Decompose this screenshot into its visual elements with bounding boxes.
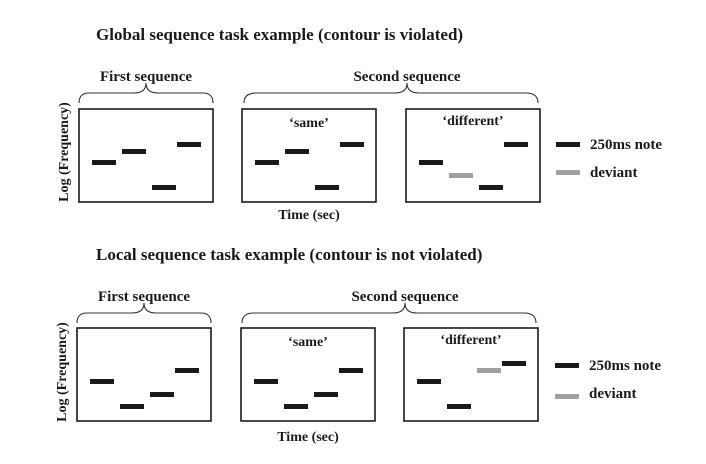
- global-different-notes: [419, 142, 528, 190]
- note-bar: [284, 404, 308, 409]
- note-bar: [339, 368, 363, 373]
- note-bar: [92, 160, 116, 165]
- global-legend-note-label: 250ms note: [590, 137, 662, 153]
- local-title: Local sequence task example (contour is …: [96, 245, 482, 264]
- local-legend-deviant-label: deviant: [589, 386, 637, 402]
- global-different-label: ‘different’: [442, 114, 503, 129]
- local-panel: Local sequence task example (contour is …: [55, 245, 661, 445]
- note-bar: [120, 404, 144, 409]
- deviant-note: [449, 173, 473, 178]
- note-bar: [150, 392, 174, 397]
- local-legend-note-swatch: [555, 363, 579, 368]
- note-bar: [502, 361, 526, 366]
- note-bar: [175, 368, 199, 373]
- local-legend-note-label: 250ms note: [589, 358, 661, 374]
- local-x-axis-label: Time (sec): [277, 430, 339, 445]
- local-first-notes: [90, 368, 199, 409]
- global-second-brace: [243, 82, 539, 104]
- local-same-label: ‘same’: [288, 335, 328, 350]
- note-bar: [314, 392, 338, 397]
- note-bar: [177, 142, 201, 147]
- global-y-axis-label: Log (Frequency): [57, 102, 72, 202]
- note-bar: [340, 142, 364, 147]
- note-bar: [315, 185, 339, 190]
- note-bar: [152, 185, 176, 190]
- note-bar: [254, 379, 278, 384]
- local-different-notes: [417, 361, 526, 409]
- global-legend-deviant-swatch: [556, 170, 580, 175]
- note-bar: [419, 160, 443, 165]
- local-same-box: [240, 327, 376, 422]
- global-same-label: ‘same’: [289, 116, 329, 131]
- global-same-box: [241, 108, 377, 203]
- note-bar: [285, 149, 309, 154]
- local-first-sequence-label: First sequence: [98, 289, 190, 305]
- deviant-note: [477, 368, 501, 373]
- note-bar: [447, 404, 471, 409]
- note-bar: [255, 160, 279, 165]
- global-legend-note-swatch: [556, 142, 580, 147]
- global-same-notes: [255, 142, 364, 190]
- note-bar: [479, 185, 503, 190]
- note-bar: [504, 142, 528, 147]
- global-legend-deviant-label: deviant: [590, 165, 638, 181]
- global-first-brace: [78, 82, 214, 104]
- global-title: Global sequence task example (contour is…: [96, 25, 463, 44]
- global-first-box: [78, 108, 214, 203]
- local-y-axis-label: Log (Frequency): [55, 322, 70, 422]
- global-second-sequence-label: Second sequence: [353, 69, 460, 85]
- local-first-brace: [76, 302, 212, 324]
- global-x-axis-label: Time (sec): [278, 208, 340, 223]
- local-same-notes: [254, 368, 363, 409]
- local-second-brace: [241, 302, 537, 324]
- note-bar: [90, 379, 114, 384]
- local-different-box: [403, 327, 539, 422]
- global-panel: Global sequence task example (contour is…: [57, 25, 662, 223]
- local-legend-deviant-swatch: [555, 394, 579, 399]
- note-bar: [122, 149, 146, 154]
- global-first-notes: [92, 142, 201, 190]
- global-first-sequence-label: First sequence: [100, 69, 192, 85]
- global-different-box: [405, 108, 541, 203]
- note-bar: [417, 379, 441, 384]
- local-different-label: ‘different’: [440, 333, 501, 348]
- local-first-box: [76, 327, 212, 422]
- local-second-sequence-label: Second sequence: [351, 289, 458, 305]
